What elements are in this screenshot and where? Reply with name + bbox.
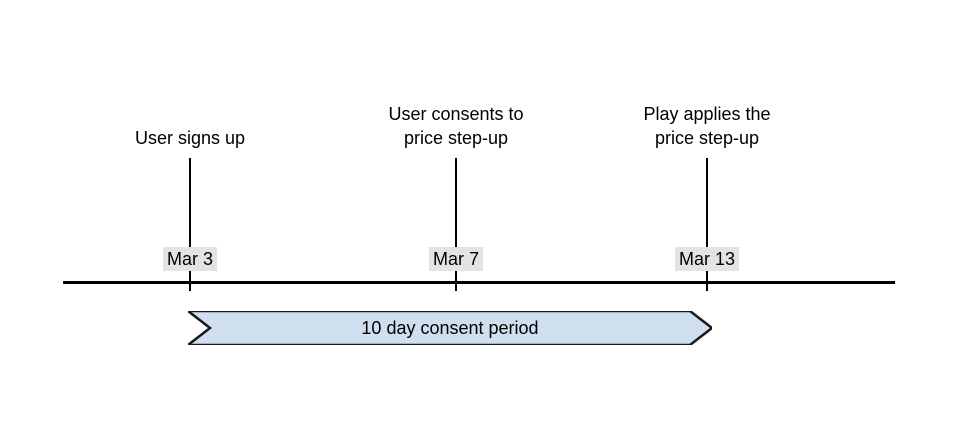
milestone-tick-consent [455,158,457,291]
milestone-label-signup: User signs up [134,128,246,148]
milestone-tick-applied [706,158,708,291]
consent-period-banner: 10 day consent period [188,311,712,345]
consent-period-shape [188,311,712,345]
timeline-axis [63,281,895,284]
milestone-date-consent: Mar 7 [428,247,484,271]
milestone-date-applied: Mar 13 [674,247,740,271]
consent-period-polygon [188,311,712,345]
milestone-tick-signup [189,158,191,291]
milestone-date-signup: Mar 3 [162,247,218,271]
